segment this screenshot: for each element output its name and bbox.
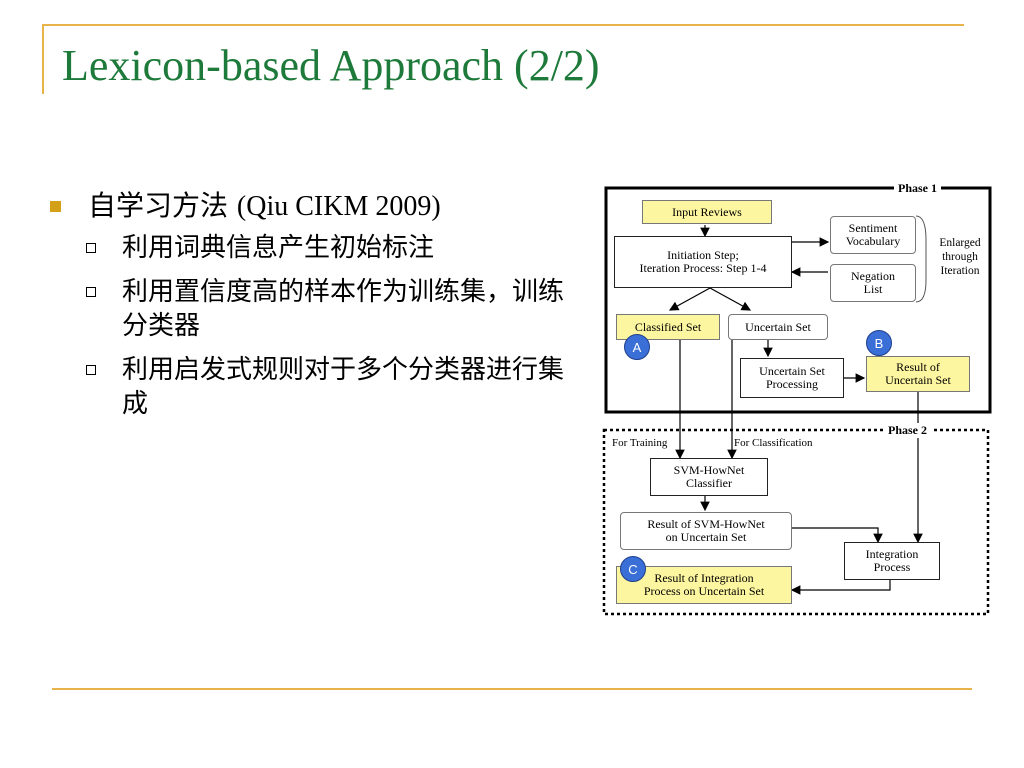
bullet-main-label: 自学习方法: [88, 189, 229, 222]
sub-bullet-text: 利用置信度高的样本作为训练集，训练分类器: [122, 277, 565, 341]
negation-list-box: Negation List: [830, 264, 916, 302]
circle-b-badge: B: [866, 330, 892, 356]
integration-process-box: Integration Process: [844, 542, 940, 580]
phase-1-label: Phase 1: [894, 181, 941, 196]
bullet-main-reference: (Qiu CIKM 2009): [236, 191, 441, 222]
input-reviews-box: Input Reviews: [642, 200, 772, 224]
hollow-square-bullet-icon: [86, 365, 96, 375]
result-integration-box: Result of Integration Process on Uncerta…: [616, 566, 792, 604]
hollow-square-bullet-icon: [86, 243, 96, 253]
phase-2-label: Phase 2: [884, 423, 931, 438]
classified-set-box: Classified Set: [616, 314, 720, 340]
square-bullet-icon: [50, 201, 61, 212]
circle-a-badge: A: [624, 334, 650, 360]
uncertain-set-processing-box: Uncertain Set Processing: [740, 358, 844, 398]
sentiment-vocabulary-box: Sentiment Vocabulary: [830, 216, 916, 254]
initiation-step-box: Initiation Step; Iteration Process: Step…: [614, 236, 792, 288]
result-uncertain-set-box: Result of Uncertain Set: [866, 356, 970, 392]
sub-bullet: 利用启发式规则对于多个分类器进行集成: [46, 353, 576, 421]
enlarged-through-iteration-label: Enlarged through Iteration: [939, 237, 981, 277]
sub-bullet-text: 利用词典信息产生初始标注: [122, 233, 435, 263]
uncertain-set-box: Uncertain Set: [728, 314, 828, 340]
circle-c-badge: C: [620, 556, 646, 582]
sub-bullet: 利用置信度高的样本作为训练集，训练分类器: [46, 275, 576, 343]
hollow-square-bullet-icon: [86, 287, 96, 297]
slide-title: Lexicon-based Approach (2/2): [62, 41, 600, 90]
result-svm-hownet-box: Result of SVM-HowNet on Uncertain Set: [620, 512, 792, 550]
diagram-connectors: [602, 186, 992, 616]
for-classification-label: For Classification: [734, 437, 813, 449]
left-rule: [42, 24, 44, 94]
bullet-main: 自学习方法 (Qiu CIKM 2009): [46, 188, 576, 225]
flow-diagram: Phase 1 Phase 2 Input Reviews Initiation…: [600, 180, 996, 620]
for-training-label: For Training: [612, 437, 668, 449]
top-rule: [42, 24, 964, 26]
bottom-rule: [52, 688, 972, 690]
sub-bullet-text: 利用启发式规则对于多个分类器进行集成: [122, 355, 565, 419]
sub-bullet: 利用词典信息产生初始标注: [46, 231, 576, 265]
bullet-list: 自学习方法 (Qiu CIKM 2009) 利用词典信息产生初始标注 利用置信度…: [46, 188, 576, 431]
svm-hownet-classifier-box: SVM-HowNet Classifier: [650, 458, 768, 496]
